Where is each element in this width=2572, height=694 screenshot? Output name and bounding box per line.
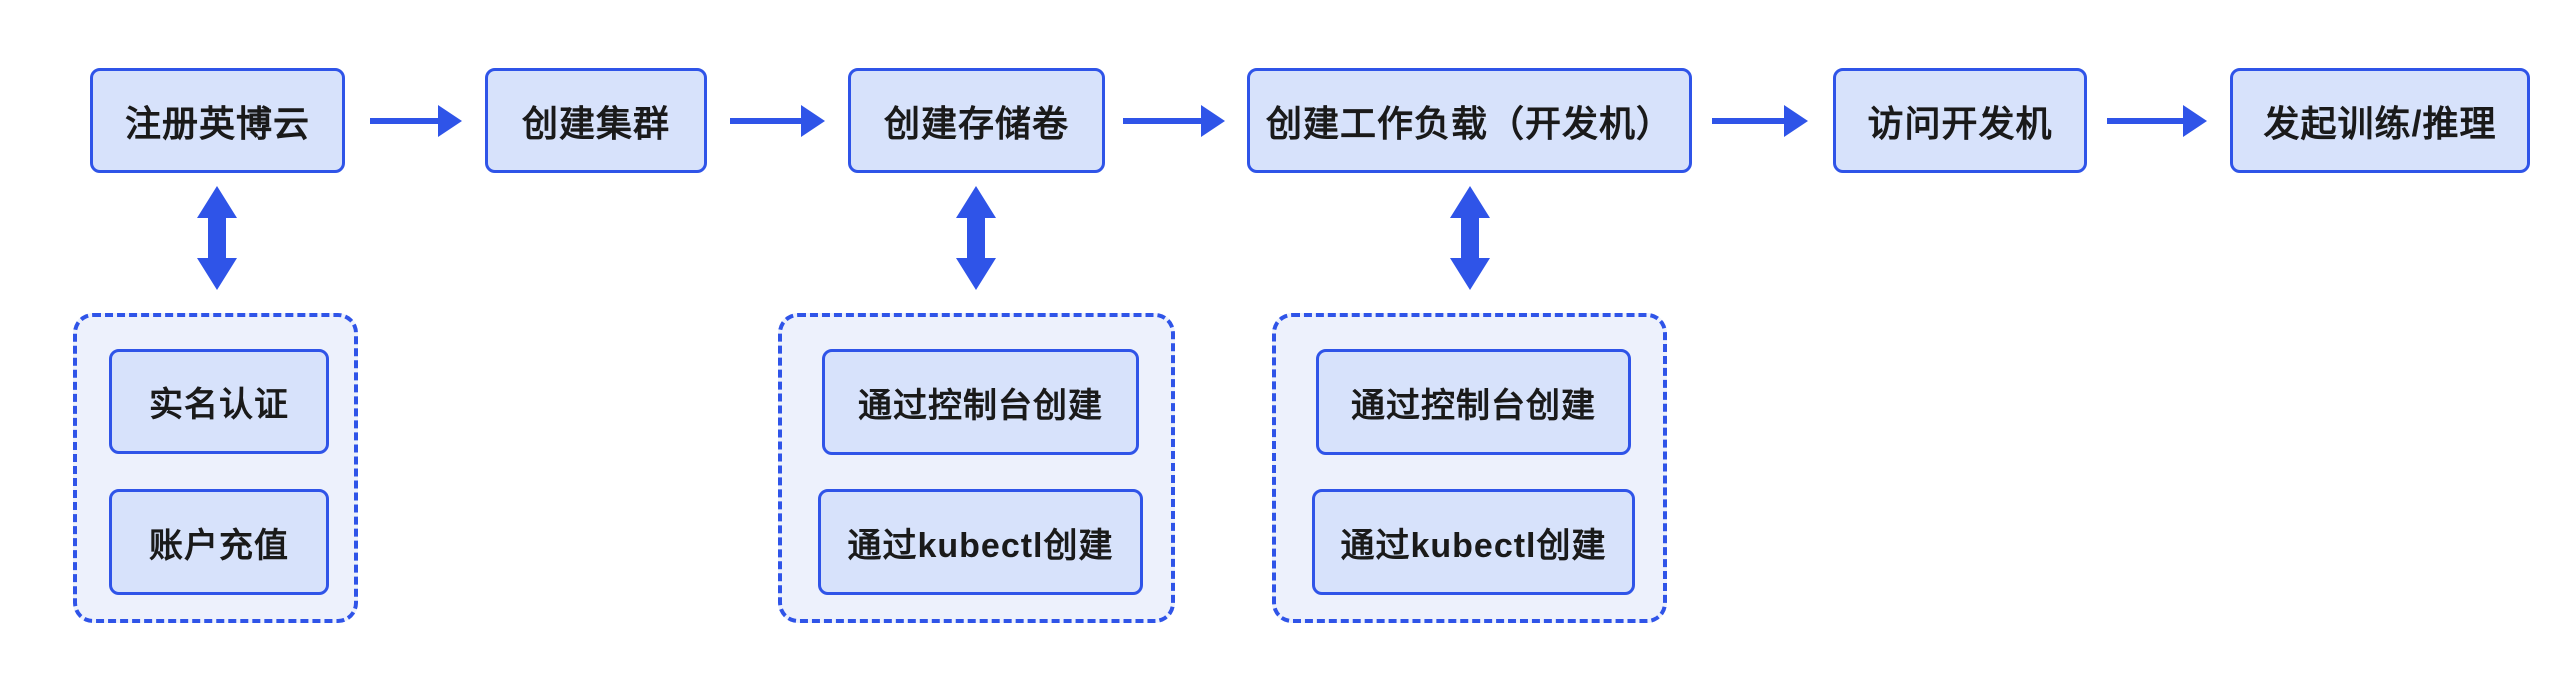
arrow-right-icon — [730, 118, 801, 124]
group-workload-substeps: 通过控制台创建 通过kubectl创建 — [1272, 313, 1667, 623]
group-storage-volume-substeps: 通过控制台创建 通过kubectl创建 — [778, 313, 1175, 623]
sub-step-real-name-auth: 实名认证 — [109, 349, 329, 454]
step-start-training-inference: 发起训练/推理 — [2230, 68, 2530, 173]
group-register-substeps: 实名认证 账户充值 — [73, 313, 358, 623]
sub-step-create-via-console: 通过控制台创建 — [1316, 349, 1631, 455]
double-arrow-vertical-icon — [208, 218, 226, 258]
step-create-cluster: 创建集群 — [485, 68, 707, 173]
double-arrow-vertical-icon — [1461, 218, 1479, 258]
arrow-right-icon — [370, 118, 438, 124]
sub-step-account-recharge: 账户充值 — [109, 489, 329, 595]
step-register-yingbo-cloud: 注册英博云 — [90, 68, 345, 173]
sub-step-create-via-kubectl: 通过kubectl创建 — [818, 489, 1143, 595]
arrow-right-icon — [1123, 118, 1201, 124]
step-access-dev-machine: 访问开发机 — [1833, 68, 2087, 173]
step-create-storage-volume: 创建存储卷 — [848, 68, 1105, 173]
arrow-right-icon — [2107, 118, 2183, 124]
sub-step-create-via-console: 通过控制台创建 — [822, 349, 1139, 455]
double-arrow-vertical-icon — [967, 218, 985, 258]
step-create-workload-dev-machine: 创建工作负载（开发机） — [1247, 68, 1692, 173]
arrow-right-icon — [1712, 118, 1784, 124]
sub-step-create-via-kubectl: 通过kubectl创建 — [1312, 489, 1635, 595]
